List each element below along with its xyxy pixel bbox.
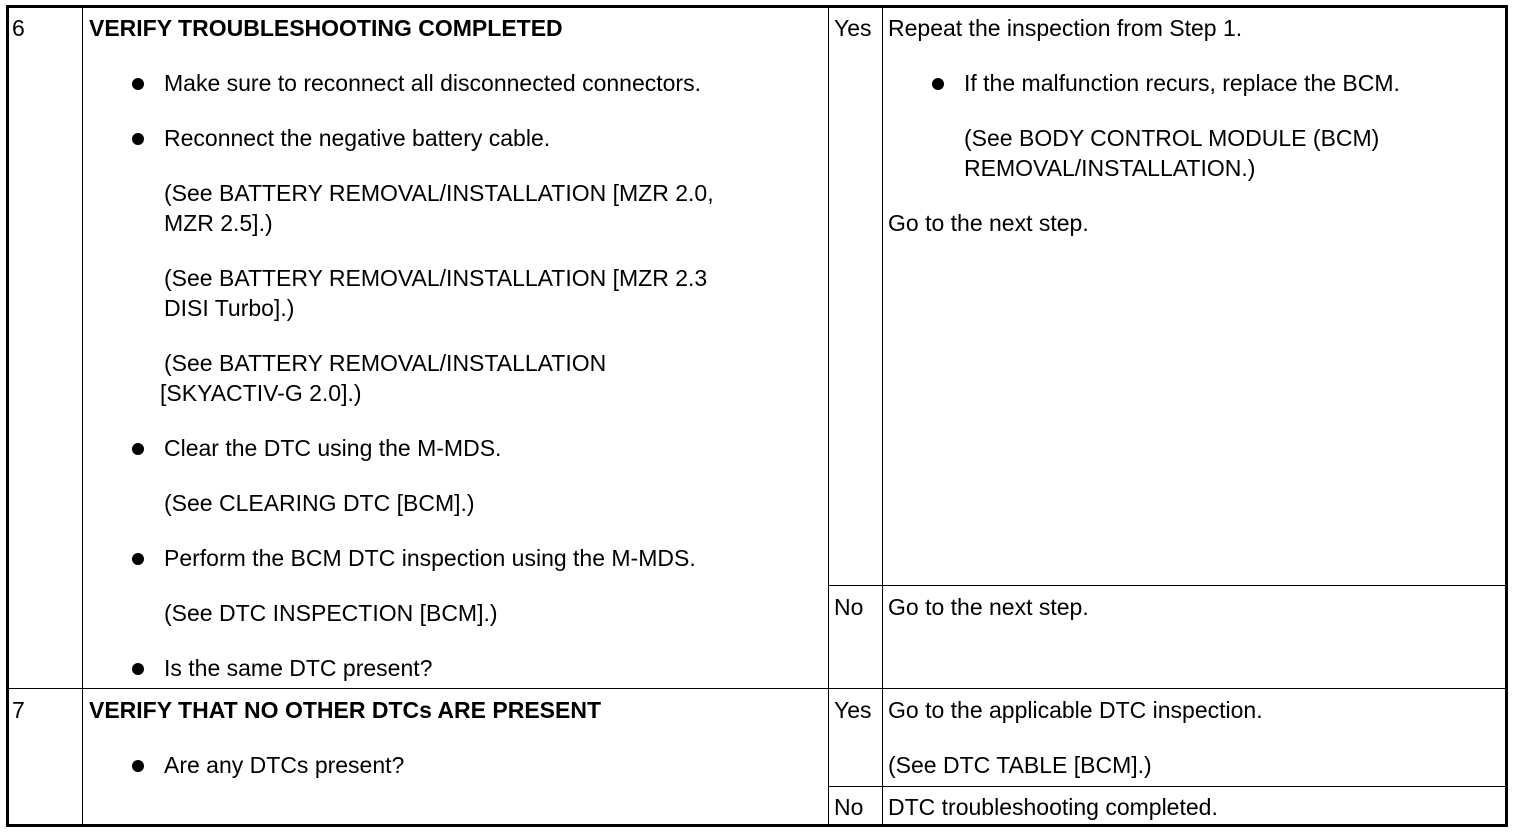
action-item: Are any DTCs present? <box>164 752 405 778</box>
bullet-icon <box>132 663 144 675</box>
troubleshooting-table <box>6 5 1508 827</box>
yes-result: Repeat the inspection from Step 1. <box>888 15 1243 41</box>
bullet-icon <box>132 760 144 772</box>
reference-link[interactable]: (See DTC INSPECTION [BCM].) <box>164 600 498 626</box>
reference-link[interactable]: (See BATTERY REMOVAL/INSTALLATION [MZR 2… <box>164 265 708 291</box>
column-divider-step <box>82 5 83 827</box>
step-number: 7 <box>12 697 25 723</box>
no-label: No <box>834 594 864 620</box>
step-title: VERIFY THAT NO OTHER DTCs ARE PRESENT <box>89 697 602 723</box>
step-title: VERIFY TROUBLESHOOTING COMPLETED <box>89 15 563 41</box>
bullet-icon <box>132 553 144 565</box>
column-divider-action <box>828 5 829 827</box>
column-divider-result <box>882 5 883 827</box>
yes-result: If the malfunction recurs, replace the B… <box>964 70 1400 96</box>
reference-link[interactable]: DISI Turbo].) <box>164 295 295 321</box>
yes-label: Yes <box>834 697 872 723</box>
yes-result: Go to the next step. <box>888 210 1089 236</box>
bullet-icon <box>132 78 144 90</box>
row7-yes-no-divider <box>828 786 1508 787</box>
bullet-icon <box>932 78 944 90</box>
action-item: Perform the BCM DTC inspection using the… <box>164 545 696 571</box>
reference-link[interactable]: (See BATTERY REMOVAL/INSTALLATION [MZR 2… <box>164 180 714 206</box>
step-number: 6 <box>12 15 25 41</box>
reference-link[interactable]: (See BODY CONTROL MODULE (BCM) <box>964 125 1380 151</box>
row6-yes-no-divider <box>828 585 1508 586</box>
no-result: Go to the next step. <box>888 594 1089 620</box>
bullet-icon <box>132 443 144 455</box>
action-item: Reconnect the negative battery cable. <box>164 125 551 151</box>
reference-link[interactable]: [SKYACTIV-G 2.0].) <box>160 380 362 406</box>
no-label: No <box>834 794 864 820</box>
reference-link[interactable]: (See BATTERY REMOVAL/INSTALLATION <box>164 350 607 376</box>
reference-link[interactable]: (See CLEARING DTC [BCM].) <box>164 490 475 516</box>
yes-label: Yes <box>834 15 872 41</box>
bullet-icon <box>132 133 144 145</box>
reference-link[interactable]: REMOVAL/INSTALLATION.) <box>964 155 1256 181</box>
reference-link[interactable]: (See DTC TABLE [BCM].) <box>888 752 1152 778</box>
action-item: Make sure to reconnect all disconnected … <box>164 70 701 96</box>
row-divider-6-7 <box>6 688 1508 689</box>
yes-result: Go to the applicable DTC inspection. <box>888 697 1263 723</box>
action-item: Is the same DTC present? <box>164 655 433 681</box>
no-result: DTC troubleshooting completed. <box>888 794 1218 820</box>
reference-link[interactable]: MZR 2.5].) <box>164 210 273 236</box>
action-item: Clear the DTC using the M-MDS. <box>164 435 502 461</box>
